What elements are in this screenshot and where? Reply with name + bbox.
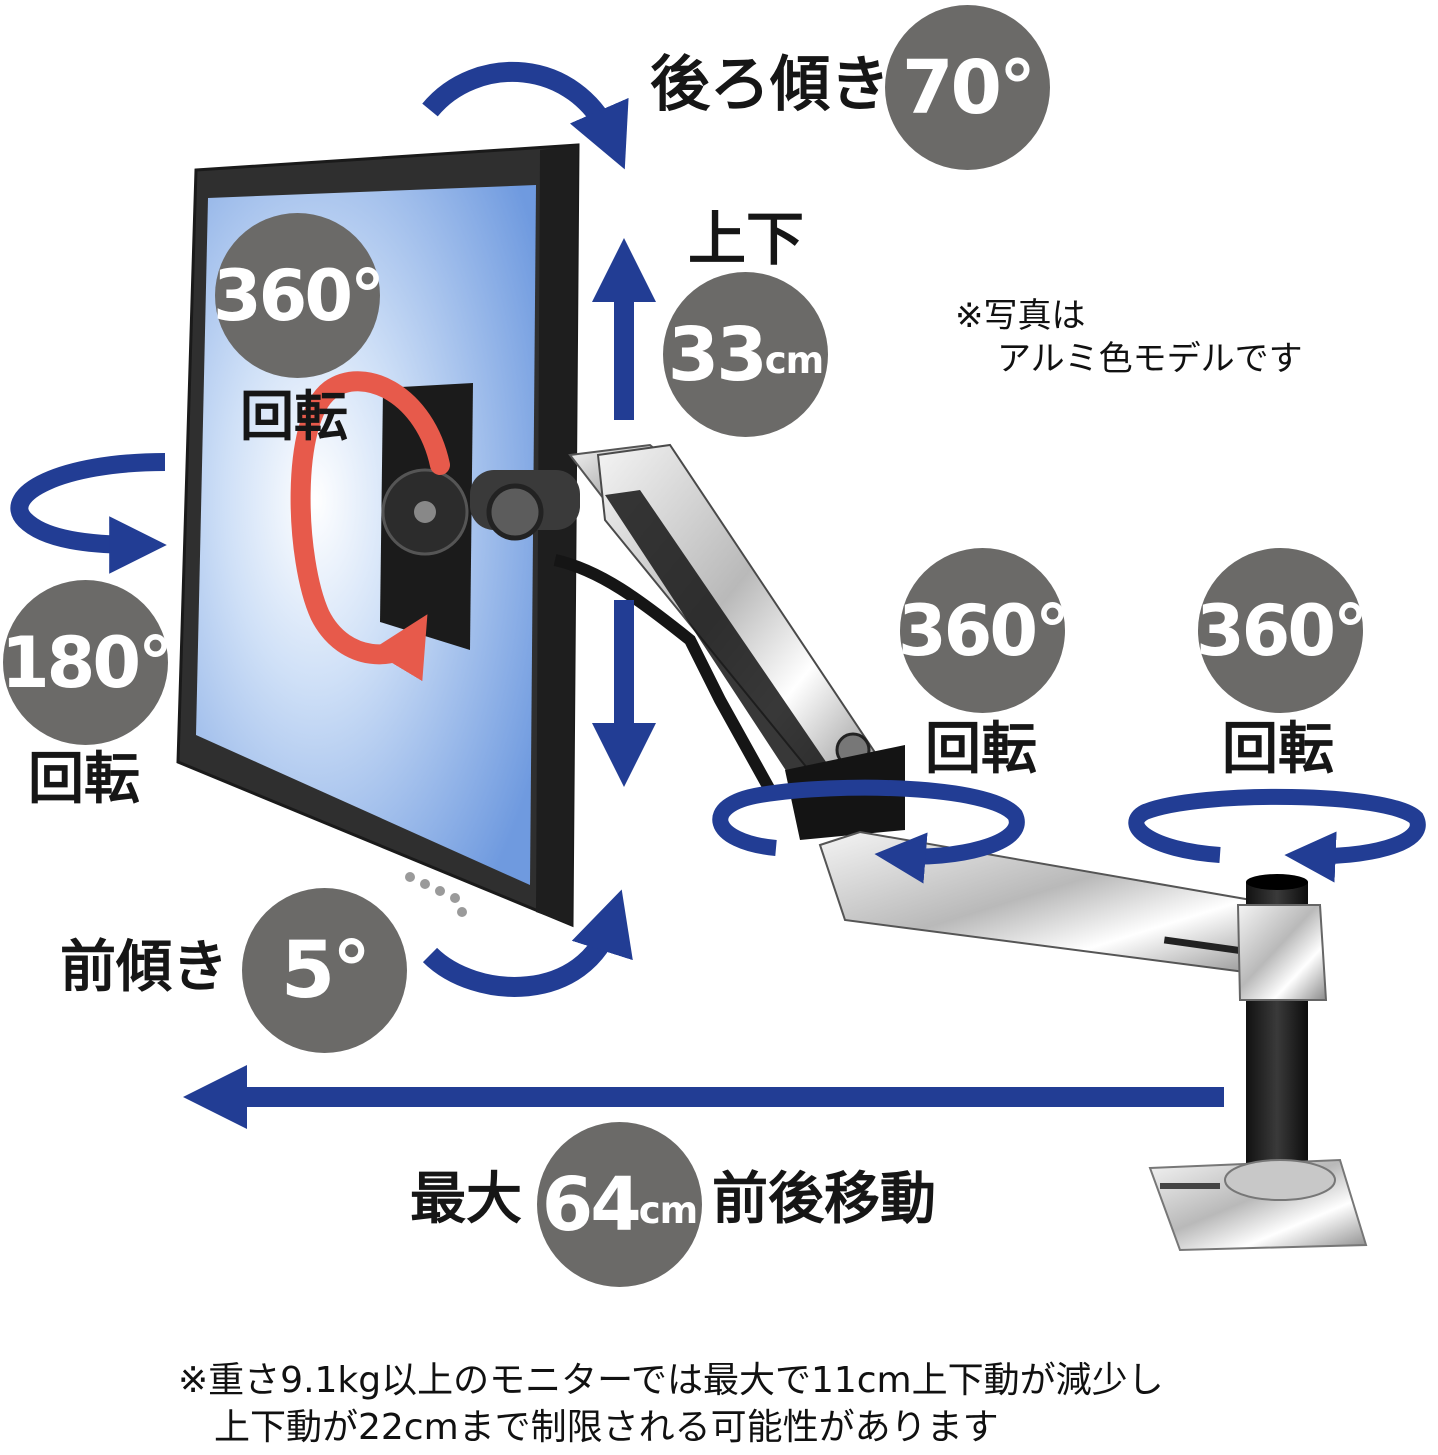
extension-value: 64	[541, 1161, 642, 1248]
extension-unit: cm	[638, 1189, 698, 1233]
elbow-rotation-arrow	[712, 779, 1025, 884]
swivel-value: 180°	[0, 621, 173, 704]
swivel-badge: 180°	[0, 580, 173, 745]
screen-rotate-value: 360°	[212, 254, 385, 337]
tilt-forward-label: 前傾き	[60, 935, 228, 1000]
screen-rotation-arrow	[290, 371, 450, 682]
photo-note: ※写真は アルミ色モデルです	[955, 295, 1303, 380]
extension-prefix: 最大	[410, 1167, 522, 1232]
tilt-back-value: 70°	[902, 44, 1036, 131]
photo-note-line1: ※写真は	[955, 296, 1086, 336]
up-down-value: 33	[667, 311, 768, 398]
monitor-arm	[470, 443, 1368, 1252]
up-down-unit: cm	[764, 339, 824, 383]
elbow-rotate-value: 360°	[897, 589, 1070, 672]
footnote: ※重さ9.1kg以上のモニターでは最大で11cm上下動が減少し 上下動が22cm…	[178, 1358, 1164, 1452]
base-rotate-label: 回転	[1222, 717, 1334, 782]
swivel-arrow	[10, 453, 167, 574]
screen-rotate-badge: 360°	[212, 213, 385, 378]
tilt-forward-badge: 5°	[242, 888, 407, 1053]
elbow-rotate-badge: 360°	[897, 548, 1070, 713]
base-rotation-arrow	[1128, 788, 1426, 883]
monitor-buttons	[405, 872, 467, 917]
extension-suffix: 前後移動	[712, 1167, 936, 1232]
tilt-forward-value: 5°	[280, 925, 371, 1016]
screen-rotate-label: 回転	[240, 385, 348, 448]
footnote-line2: 上下動が22cmまで制限される可能性があります	[214, 1406, 999, 1448]
swivel-label: 回転	[28, 747, 140, 812]
tilt-back-label: 後ろ傾き	[650, 50, 890, 120]
up-down-label: 上下	[688, 205, 805, 273]
footnote-line1: ※重さ9.1kg以上のモニターでは最大で11cm上下動が減少し	[178, 1360, 1164, 1401]
elbow-rotate-label: 回転	[925, 717, 1037, 782]
photo-note-line2: アルミ色モデルです	[997, 338, 1303, 379]
tilt-back-badge: 70°	[885, 5, 1050, 170]
tilt-forward-arrow	[422, 889, 633, 997]
base-rotate-badge: 360°	[1195, 548, 1368, 713]
base-rotate-value: 360°	[1195, 589, 1368, 672]
tilt-back-arrow	[422, 62, 629, 170]
